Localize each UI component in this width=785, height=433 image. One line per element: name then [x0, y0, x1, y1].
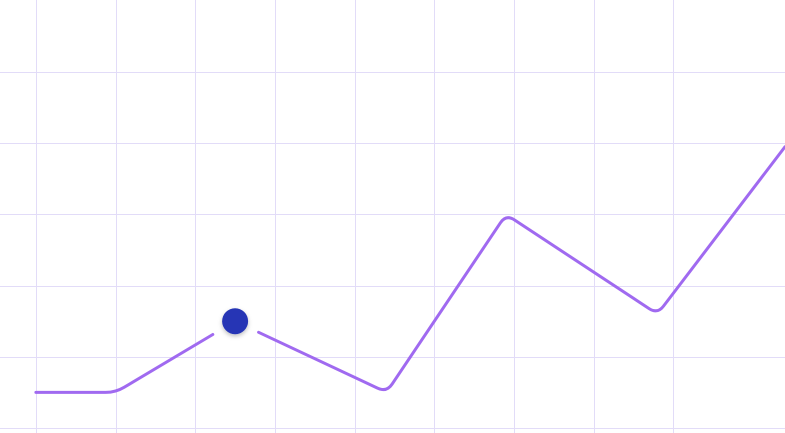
series-line: [34, 333, 215, 394]
series-group: [34, 145, 785, 394]
markers: [222, 308, 249, 335]
highlight-marker: [222, 308, 249, 335]
series-line: [257, 145, 785, 392]
